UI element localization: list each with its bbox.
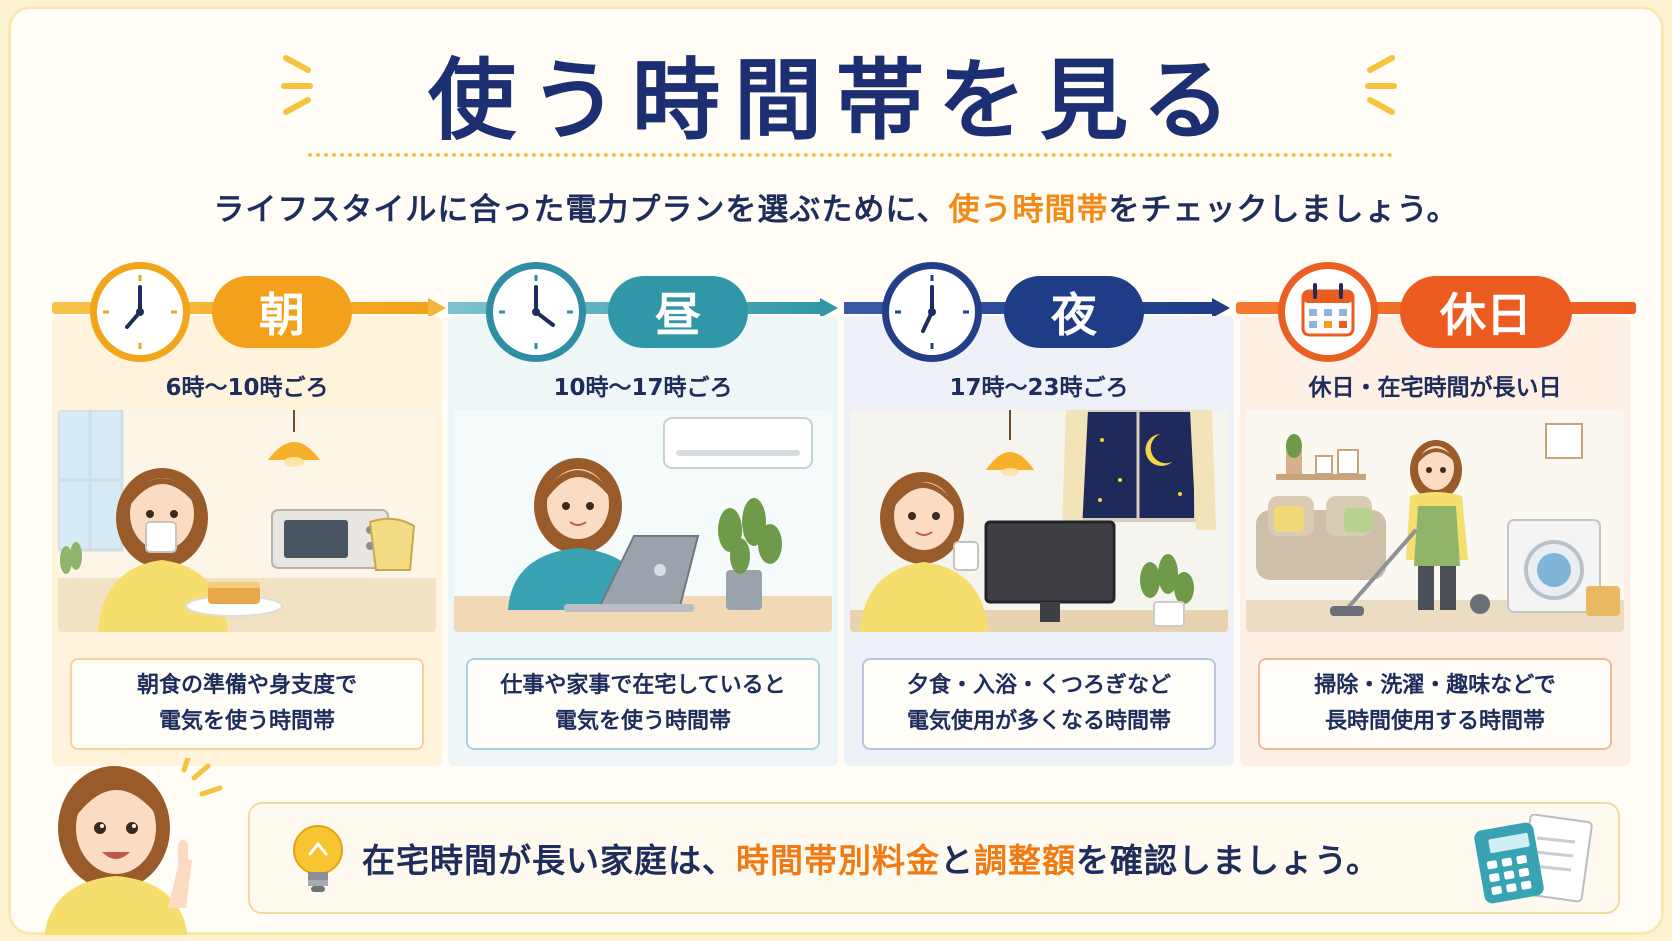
banner-text-end: を確認しましょう。 <box>1076 841 1381 880</box>
description-line: 電気を使う時間帯 <box>554 709 731 734</box>
time-range: 休日・在宅時間が長い日 <box>1308 375 1562 401</box>
description-line: 夕食・入浴・くつろぎなど <box>906 673 1171 698</box>
light-bulb-icon <box>293 825 343 892</box>
banner-highlight-adjustment: 調整額 <box>974 841 1076 880</box>
description-line: 電気を使う時間帯 <box>158 709 335 734</box>
description-line: 電気使用が多くなる時間帯 <box>906 709 1171 734</box>
subtitle-text: ライフスタイルに合った電力プランを選ぶために、 <box>213 192 949 228</box>
banner-highlight-rate: 時間帯別料金 <box>736 841 940 880</box>
panel-description: 仕事や家事で在宅していると 電気を使う時間帯 <box>466 658 820 750</box>
description-line: 朝食の準備や身支度で <box>136 673 357 698</box>
panel-description: 夕食・入浴・くつろぎなど 電気使用が多くなる時間帯 <box>862 658 1216 750</box>
sparkle-icon <box>281 55 313 115</box>
morning-illustration <box>58 410 436 632</box>
noon-illustration <box>454 410 832 632</box>
tip-banner: 在宅時間が長い家庭は、時間帯別料金と調整額を確認しましょう。 <box>248 802 1620 914</box>
infographic: 使う時間帯を見る ライフスタイルに合った電力プランを選ぶために、使う時間帯をチェ… <box>8 6 1664 935</box>
clock-icon <box>882 262 982 362</box>
banner-text: 在宅時間が長い家庭は、時間帯別料金と調整額を確認しましょう。 <box>362 834 1380 882</box>
clock-icon <box>90 262 190 362</box>
time-label-night: 夜 <box>1004 276 1144 348</box>
time-label-noon: 昼 <box>608 276 748 348</box>
subtitle-highlight: 使う時間帯 <box>948 192 1109 228</box>
time-range: 17時〜23時ごろ <box>949 375 1129 401</box>
time-label-holiday: 休日 <box>1400 276 1572 348</box>
time-range: 10時〜17時ごろ <box>553 375 733 401</box>
sparkle-icon <box>1365 55 1397 115</box>
panel-night: 夜 17時〜23時ごろ <box>844 262 1234 766</box>
panel-noon: 昼 10時〜17時ごろ 仕事や家事で在宅していると <box>448 262 838 766</box>
description-line: 仕事や家事で在宅していると <box>500 673 786 698</box>
night-illustration <box>850 410 1228 632</box>
panel-holiday: 休日 休日・在宅時間が長い日 <box>1240 262 1630 766</box>
pointing-woman-illustration <box>44 758 223 935</box>
panel-description: 朝食の準備や身支度で 電気を使う時間帯 <box>70 658 424 750</box>
calculator-icon <box>1474 814 1593 904</box>
calendar-icon <box>1278 262 1378 362</box>
page-title: 使う時間帯を見る <box>427 49 1244 152</box>
subtitle-text-end: をチェックしましょう。 <box>1108 192 1459 228</box>
description-line: 掃除・洗濯・趣味などで <box>1314 673 1556 698</box>
panel-description: 掃除・洗濯・趣味などで 長時間使用する時間帯 <box>1258 658 1612 750</box>
panel-morning: 朝 6時〜10時ごろ <box>52 262 442 766</box>
banner-text-start: 在宅時間が長い家庭は、 <box>362 841 736 880</box>
time-label-morning: 朝 <box>212 276 352 348</box>
description-line: 長時間使用する時間帯 <box>1324 709 1545 734</box>
clock-icon <box>486 262 586 362</box>
time-range: 6時〜10時ごろ <box>165 375 329 401</box>
holiday-illustration <box>1246 410 1624 632</box>
title-divider <box>308 153 1393 157</box>
banner-text-mid: と <box>940 841 974 880</box>
page-subtitle: ライフスタイルに合った電力プランを選ぶために、使う時間帯をチェックしましょう。 <box>8 184 1664 229</box>
